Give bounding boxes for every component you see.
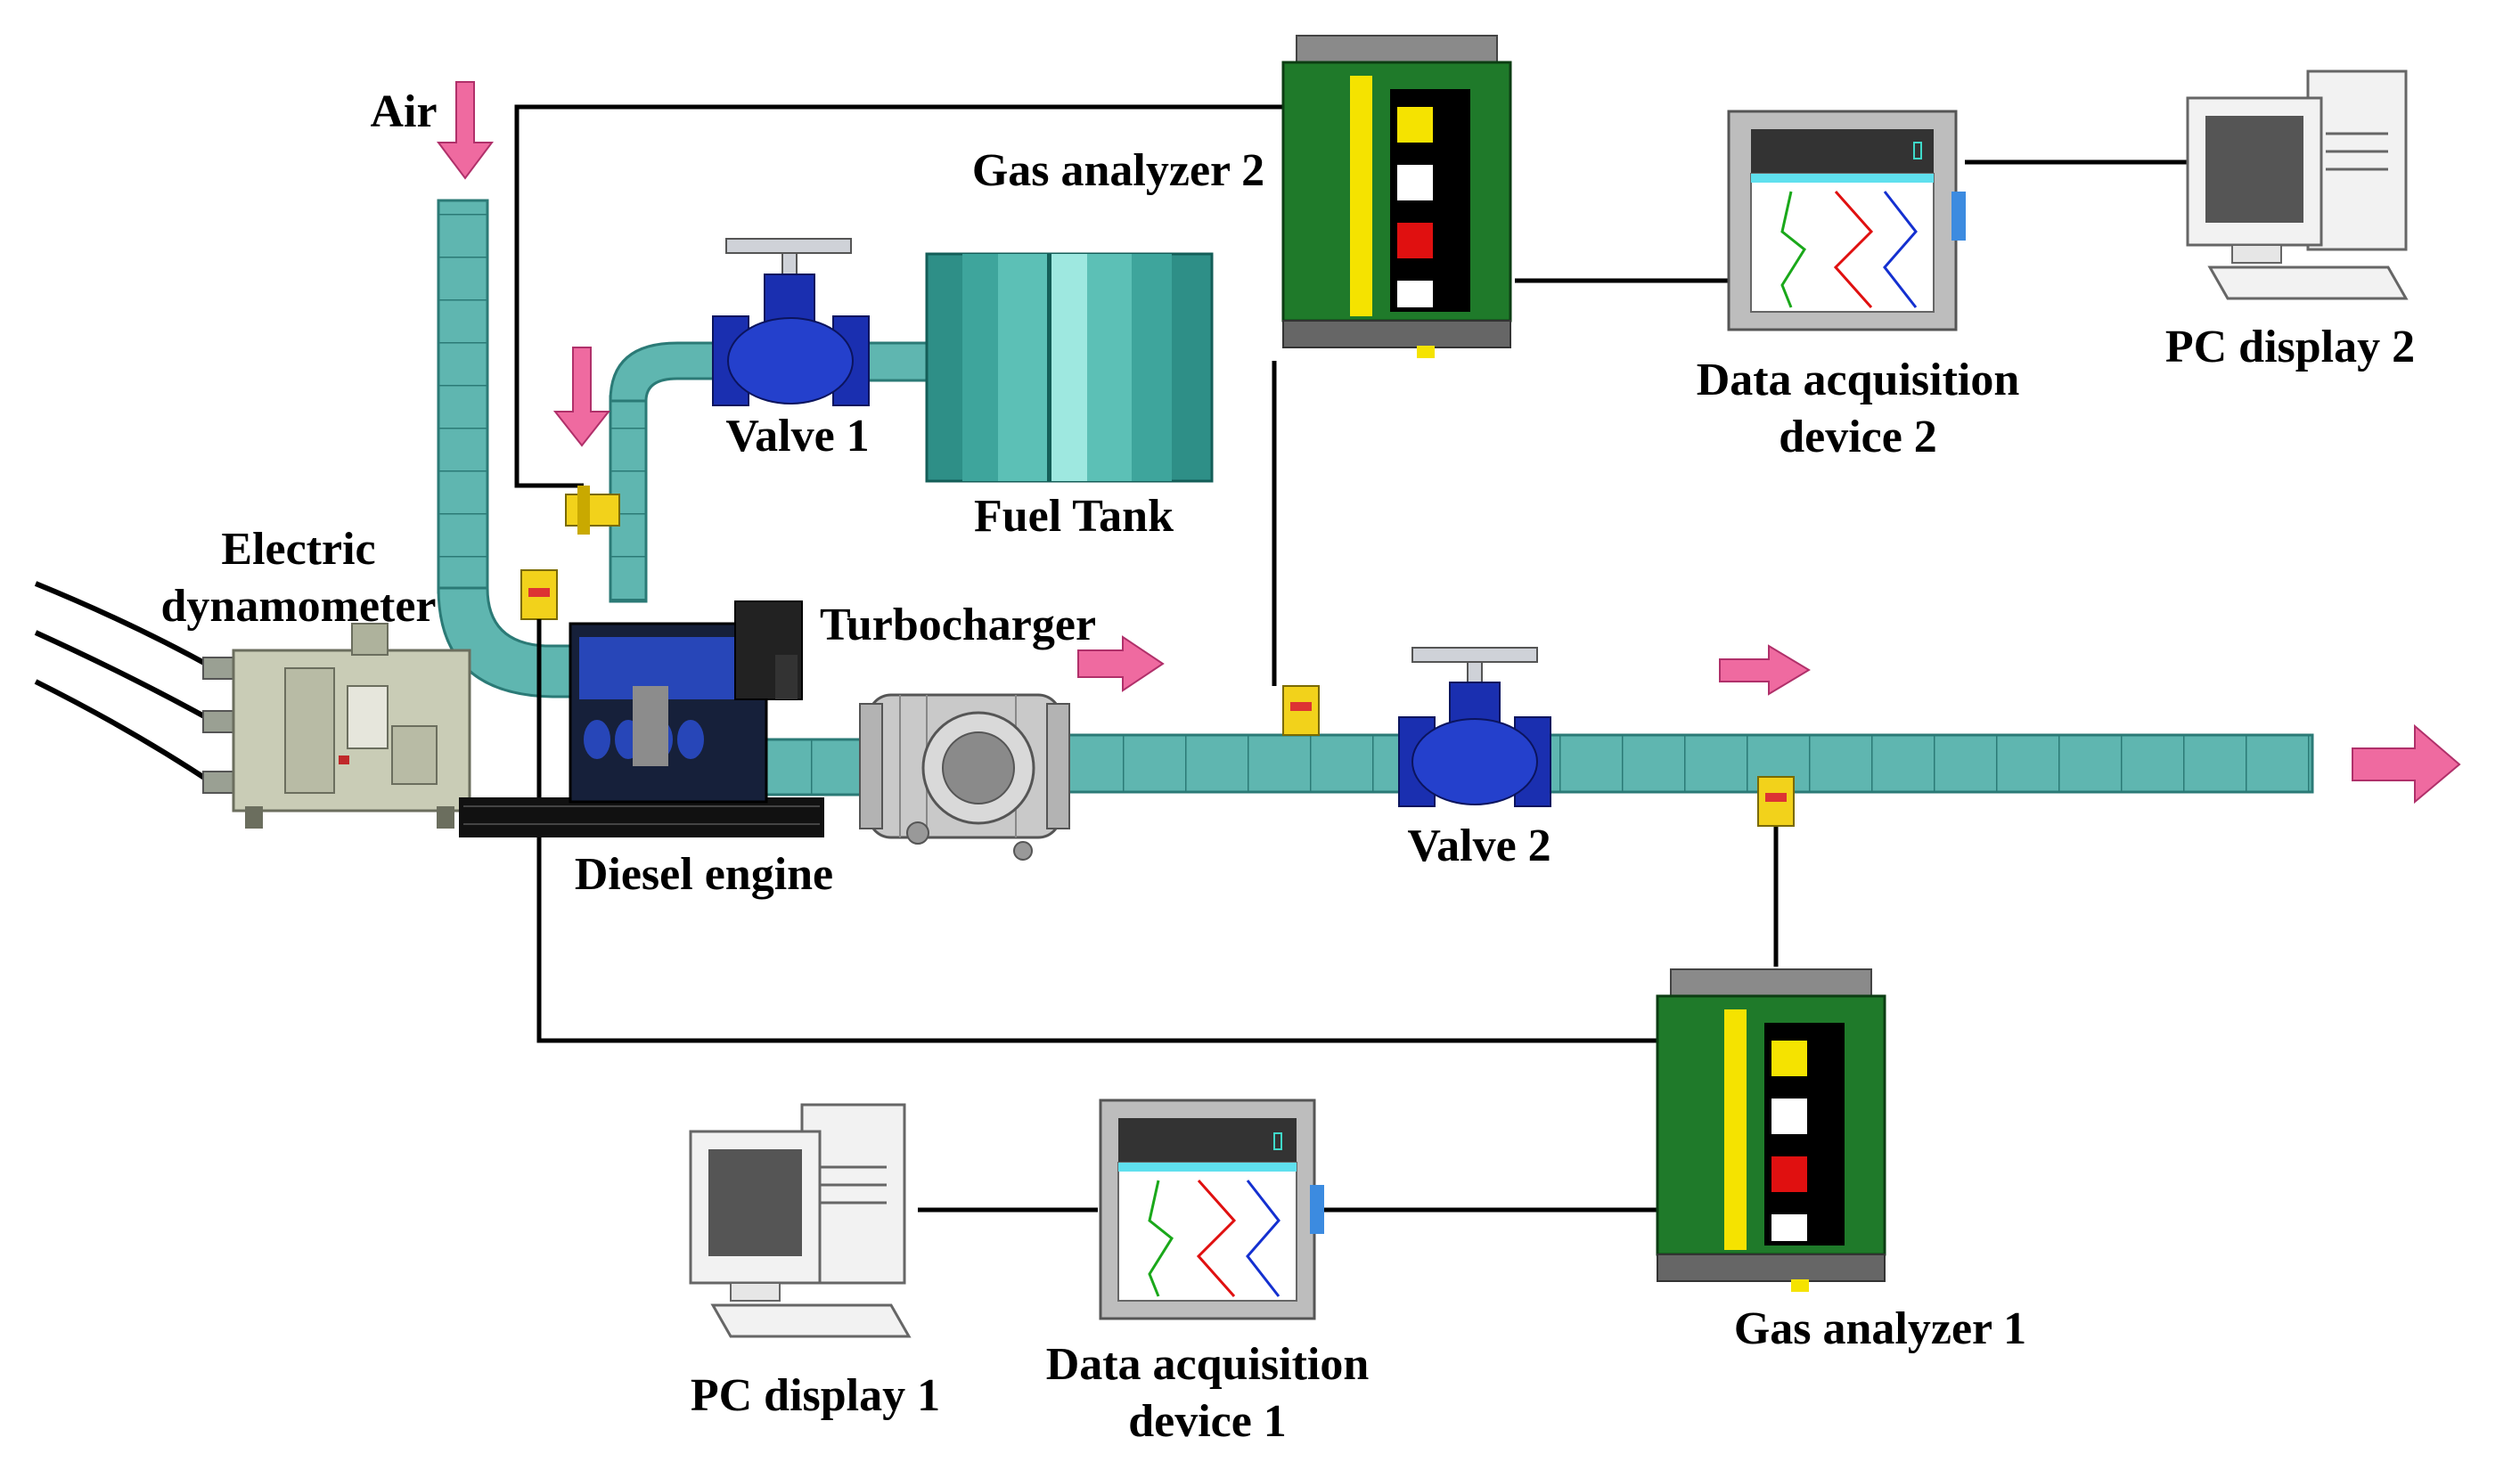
label-gas-analyzer-1: Gas analyzer 1 [1733, 1303, 2027, 1354]
turbocharger [859, 693, 1070, 861]
label-gas-analyzer-2: Gas analyzer 2 [971, 145, 1265, 196]
fuel-tank [925, 252, 1214, 483]
sensor-exhaust-1 [1282, 685, 1320, 736]
label-electric-dynamometer-line-2: dynamometer [160, 581, 437, 632]
gas-analyzer-2 [1281, 35, 1512, 358]
label-data-acquisition-2: Data acquisition device 2 [1666, 352, 2050, 466]
sensor-exhaust-2 [1757, 776, 1795, 827]
label-pc-display-2: PC display 2 [2164, 322, 2416, 372]
sensor-engine [520, 569, 558, 717]
diesel-engine [459, 600, 824, 837]
label-air: Air [370, 86, 438, 137]
label-valve-2: Valve 2 [1407, 821, 1551, 871]
label-turbocharger: Turbocharger [819, 600, 1097, 650]
label-data-acquisition-1-line-1: Data acquisition [1045, 1339, 1370, 1390]
pc-display-2 [2186, 69, 2409, 300]
label-fuel-tank: Fuel Tank [973, 491, 1174, 542]
pc-display-1 [689, 1103, 912, 1338]
label-diesel-engine: Diesel engine [574, 849, 834, 900]
label-electric-dynamometer: Electric dynamometer [151, 521, 446, 635]
label-data-acquisition-2-line-2: device 2 [1779, 412, 1937, 462]
label-data-acquisition-2-line-1: Data acquisition [1696, 355, 2020, 405]
label-data-acquisition-1-line-2: device 1 [1128, 1396, 1287, 1447]
label-valve-1: Valve 1 [725, 411, 870, 461]
sensor-fuel-line [565, 486, 620, 535]
label-electric-dynamometer-line-1: Electric [221, 524, 376, 575]
air-intake-pipe [437, 199, 572, 698]
flow-arrows [437, 81, 2461, 805]
label-data-acquisition-1: Data acquisition device 1 [1016, 1336, 1399, 1450]
electric-dynamometer [34, 581, 471, 829]
valve-1 [712, 238, 870, 406]
gas-analyzer-1 [1656, 968, 1886, 1292]
data-acquisition-device-1 [1099, 1099, 1324, 1320]
data-acquisition-device-2 [1727, 110, 1966, 331]
valve-2 [1398, 647, 1551, 807]
label-pc-display-1: PC display 1 [690, 1370, 941, 1421]
